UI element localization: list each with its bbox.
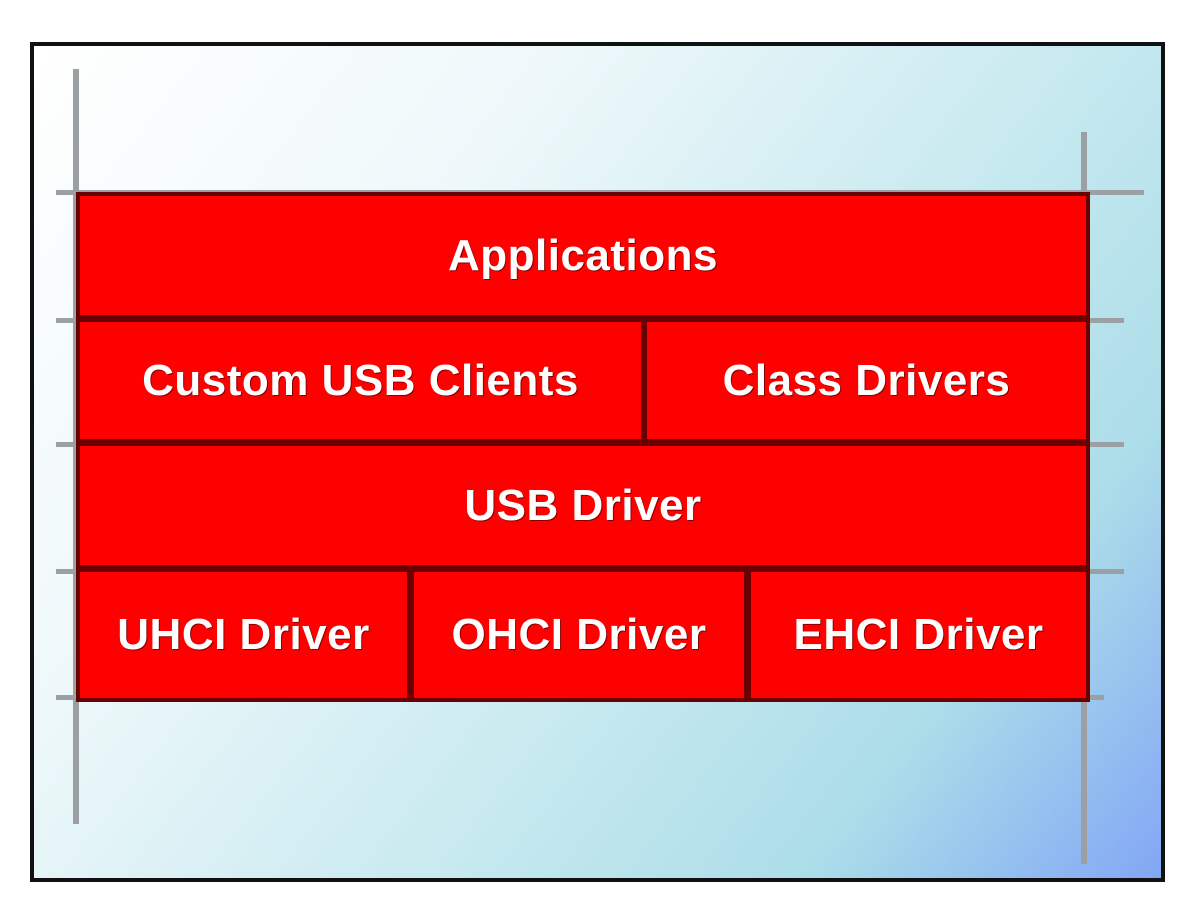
diagram-frame: Applications Custom USB Clients Class Dr… <box>30 42 1165 882</box>
uhci-driver-label: UHCI Driver <box>117 610 370 659</box>
ehci-driver-label: EHCI Driver <box>793 610 1044 659</box>
ohci-driver-layer: OHCI Driver <box>414 572 744 698</box>
class-drivers-layer: Class Drivers <box>647 322 1086 439</box>
applications-label: Applications <box>447 230 719 280</box>
uhci-driver-layer: UHCI Driver <box>80 572 407 698</box>
usb-driver-layer: USB Driver <box>80 446 1086 565</box>
ohci-driver-label: OHCI Driver <box>451 610 707 659</box>
applications-layer: Applications <box>80 196 1086 315</box>
class-drivers-label: Class Drivers <box>722 355 1011 405</box>
ehci-driver-layer: EHCI Driver <box>751 572 1086 698</box>
custom-usb-clients-label: Custom USB Clients <box>142 355 579 405</box>
usb-driver-label: USB Driver <box>464 480 702 530</box>
custom-usb-clients-layer: Custom USB Clients <box>80 322 641 439</box>
usb-driver-stack: Applications Custom USB Clients Class Dr… <box>76 192 1090 702</box>
